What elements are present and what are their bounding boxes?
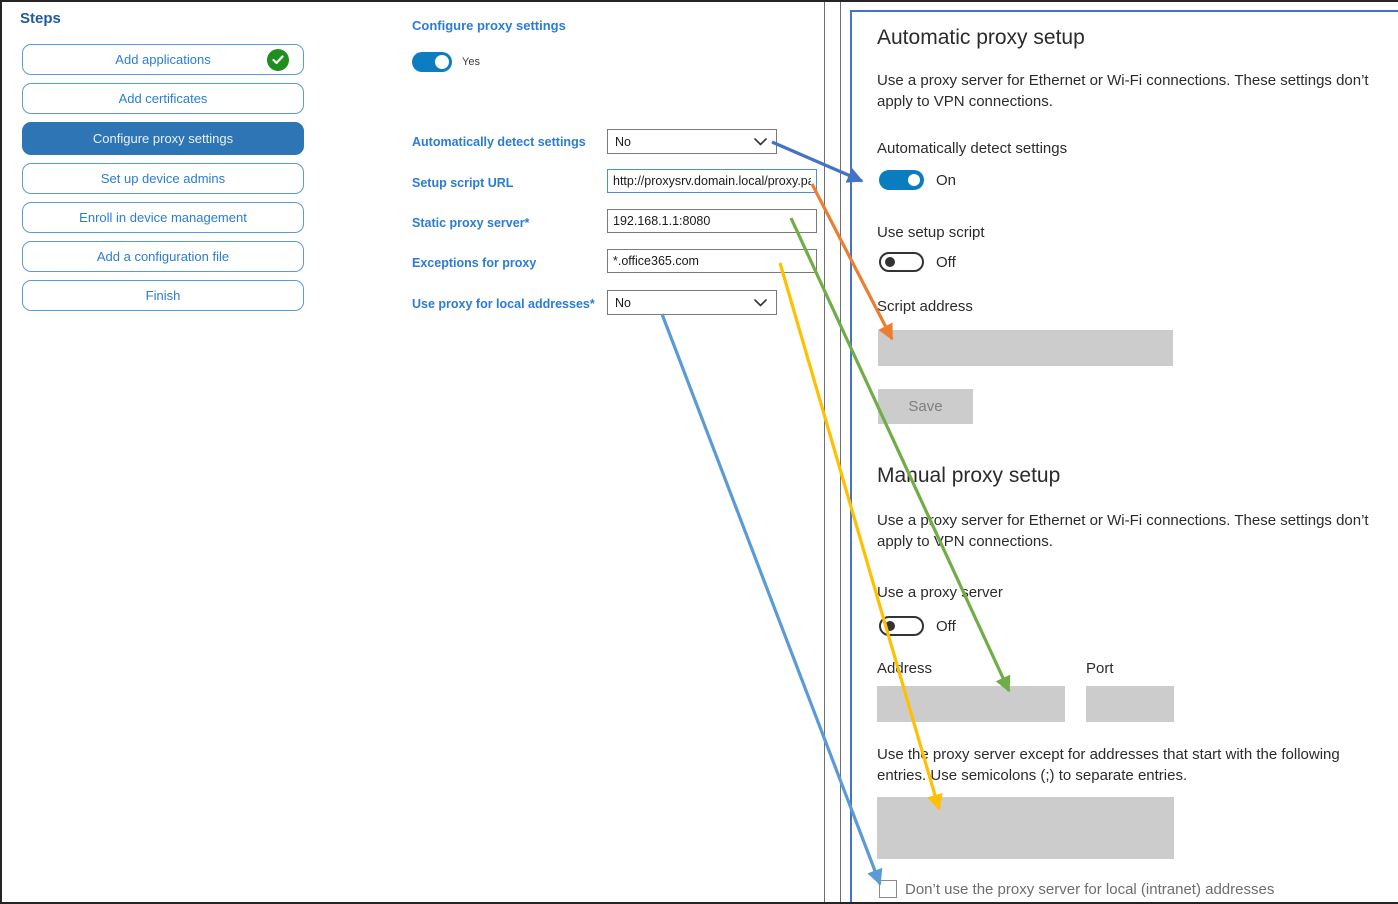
intranet-addresses-checkbox-label: Don’t use the proxy server for local (in… [905,881,1275,898]
intranet-addresses-checkbox[interactable] [879,880,897,898]
detect-settings-dropdown[interactable]: No [607,129,777,154]
chevron-down-icon [754,137,767,146]
step-label: Enroll in device management [79,210,247,225]
use-setup-script-toggle-state: Off [936,254,956,271]
field-label-exceptions: Exceptions for proxy [412,256,537,270]
step-configure-proxy-settings[interactable]: Configure proxy settings [22,122,304,155]
use-setup-script-label: Use setup script [877,224,985,241]
script-address-input[interactable] [878,330,1173,366]
steps-list: Add applications Add certificates Config… [22,44,304,311]
setup-script-url-input[interactable] [607,169,817,193]
step-label: Add a configuration file [96,249,230,264]
script-address-label: Script address [877,298,973,315]
step-add-configuration-file[interactable]: Add a configuration file [22,241,304,272]
manual-proxy-setup-heading: Manual proxy setup [877,464,1061,487]
proxy-address-input[interactable] [877,686,1065,722]
proxy-exceptions-input[interactable] [877,797,1174,859]
pane-divider [824,2,825,902]
toggle-knob [435,55,449,69]
use-proxy-server-toggle-state: Off [936,618,956,635]
toggle-knob [908,174,920,186]
form-title: Configure proxy settings [412,18,566,33]
automatic-proxy-setup-heading: Automatic proxy setup [877,26,1085,49]
configure-proxy-toggle[interactable] [412,52,452,72]
step-label: Finish [145,288,181,303]
field-label-local-addresses: Use proxy for local addresses* [412,297,595,311]
field-label-static-proxy: Static proxy server* [412,216,530,230]
use-proxy-server-label: Use a proxy server [877,584,1003,601]
address-label: Address [877,660,933,677]
dropdown-value: No [615,134,631,149]
step-enroll-device-management[interactable]: Enroll in device management [22,202,304,233]
toggle-knob [885,257,895,267]
toggle-knob [885,621,895,631]
step-label: Set up device admins [100,171,226,186]
proxy-exceptions-description: Use the proxy server except for addresse… [877,746,1340,785]
configure-proxy-toggle-state: Yes [462,56,480,68]
port-label: Port [1086,660,1114,677]
step-add-certificates[interactable]: Add certificates [22,83,304,114]
step-label: Add certificates [118,91,208,106]
use-proxy-server-toggle[interactable] [879,616,924,636]
use-setup-script-toggle[interactable] [879,252,924,272]
automatic-proxy-description: Use a proxy server for Ethernet or Wi-Fi… [877,72,1369,111]
step-finish[interactable]: Finish [22,280,304,311]
proxy-port-input[interactable] [1086,686,1174,722]
step-label: Add applications [115,52,211,67]
manual-proxy-description: Use a proxy server for Ethernet or Wi-Fi… [877,512,1369,551]
chevron-down-icon [754,298,767,307]
step-add-applications[interactable]: Add applications [22,44,304,75]
field-label-setup-script-url: Setup script URL [412,176,514,190]
step-set-up-device-admins[interactable]: Set up device admins [22,163,304,194]
field-label-detect-settings: Automatically detect settings [412,135,586,149]
arrow-local-addresses [660,313,883,886]
static-proxy-server-input[interactable] [607,209,817,233]
detect-settings-toggle-state: On [936,172,957,189]
dropdown-value: No [615,295,631,310]
save-button[interactable]: Save [878,389,973,424]
local-addresses-dropdown[interactable]: No [607,290,777,315]
detect-settings-label: Automatically detect settings [877,140,1068,157]
completed-check-icon [267,48,289,71]
pane-divider [840,2,841,902]
step-label: Configure proxy settings [92,131,234,146]
exceptions-for-proxy-input[interactable] [607,249,817,273]
detect-settings-toggle[interactable] [879,170,924,190]
steps-title: Steps [20,10,61,27]
